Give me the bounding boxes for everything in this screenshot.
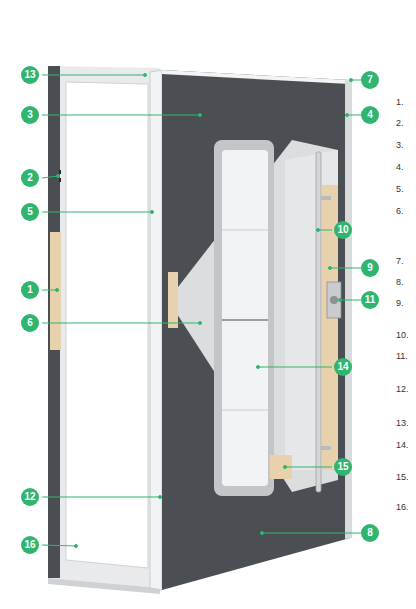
list-number: 15. — [396, 473, 409, 482]
handle-bar — [316, 152, 321, 492]
callout-number: 16 — [24, 540, 35, 550]
callout-number: 12 — [24, 492, 35, 502]
callout-number: 4 — [367, 110, 373, 120]
list-number: 10. — [396, 331, 409, 340]
callout-circle: 12 — [21, 488, 39, 506]
callout-number: 3 — [27, 110, 33, 120]
callout-circle: 2 — [21, 169, 39, 187]
list-number: 12. — [396, 385, 409, 394]
callout-number: 1 — [27, 285, 33, 295]
callout-circle: 6 — [21, 314, 39, 332]
list-number: 14. — [396, 441, 409, 450]
callout-number: 11 — [365, 295, 376, 305]
threshold — [48, 578, 160, 594]
callout-number: 7 — [367, 75, 373, 85]
leader-lines — [42, 74, 361, 548]
glass-seam — [222, 410, 268, 411]
list-number: 13. — [396, 419, 409, 428]
list-number: 3. — [396, 141, 404, 150]
list-number: 8. — [396, 278, 404, 287]
callout-number: 8 — [367, 528, 373, 538]
callout-number: 5 — [27, 207, 33, 217]
callout-circle: 7 — [361, 71, 379, 89]
handle-standoff — [321, 446, 331, 450]
callout-circle: 1 — [21, 281, 39, 299]
callout-number: 13 — [24, 70, 35, 80]
callout-number: 10 — [337, 225, 348, 235]
callout-number: 9 — [367, 263, 373, 273]
callout-circle: 13 — [21, 66, 39, 84]
list-number: 11. — [396, 352, 408, 361]
list-number: 16. — [396, 503, 409, 512]
leaf-wood-core — [168, 272, 178, 328]
callout-circle: 16 — [21, 536, 39, 554]
callout-circle: 14 — [334, 358, 352, 376]
lock-body — [327, 282, 341, 318]
list-number: 4. — [396, 163, 404, 172]
callout-circle: 10 — [334, 221, 352, 239]
callout-circle: 15 — [334, 458, 352, 476]
leaf-top-edge — [162, 70, 350, 84]
frame-outer-edge — [48, 66, 60, 578]
seal-mark — [59, 178, 61, 182]
glass-pane — [222, 150, 268, 486]
door-leaf — [162, 70, 350, 590]
list-number: 6. — [396, 207, 404, 216]
insulation-cutaway — [168, 140, 338, 492]
list-number: 2. — [396, 119, 404, 128]
list-number: 7. — [396, 257, 404, 266]
callout-number: 2 — [27, 173, 33, 183]
glass-frame — [214, 140, 274, 496]
frame-opening — [66, 82, 148, 568]
list-number: 5. — [396, 185, 404, 194]
lock-cylinder — [330, 296, 338, 304]
seal-mark — [59, 170, 61, 174]
frame-wood-core — [50, 232, 61, 350]
callout-circle: 11 — [361, 291, 379, 309]
callout-circle: 8 — [361, 524, 379, 542]
door-frame — [48, 66, 160, 588]
callout-number: 6 — [27, 318, 33, 328]
glass-seam — [222, 319, 268, 321]
handle-standoff — [321, 196, 331, 200]
callout-circle: 5 — [21, 203, 39, 221]
list-number: 1. — [396, 98, 404, 107]
callout-number: 14 — [337, 362, 348, 372]
callout-circle: 4 — [361, 106, 379, 124]
callout-circle: 9 — [361, 259, 379, 277]
leaf-hinge-edge — [150, 70, 162, 590]
glass-seam — [222, 230, 268, 231]
callout-number: 15 — [337, 462, 348, 472]
list-number: 9. — [396, 299, 404, 308]
callout-circle: 3 — [21, 106, 39, 124]
